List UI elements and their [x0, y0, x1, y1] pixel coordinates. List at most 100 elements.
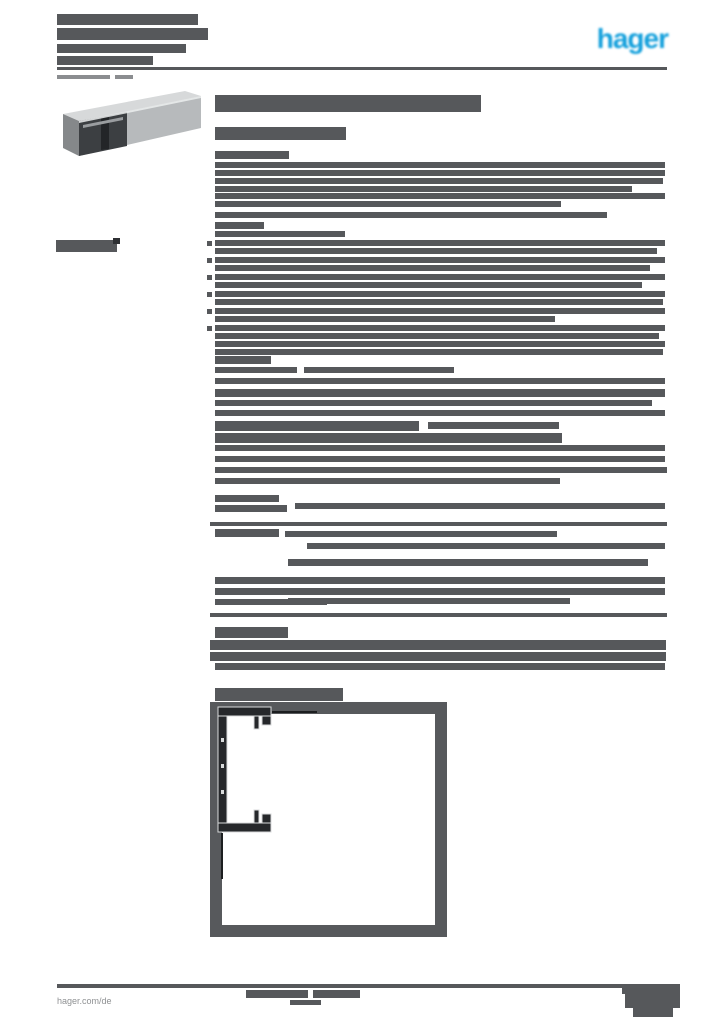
- redacted-text-bar: [56, 240, 117, 252]
- redacted-text-bar: [215, 400, 652, 406]
- redacted-text-bar: [215, 445, 665, 451]
- redacted-text-bar: [625, 994, 680, 1008]
- redacted-text-bar: [215, 193, 665, 199]
- photo-divider: [101, 116, 109, 150]
- redacted-text-bar: [215, 248, 657, 254]
- profile-left-wall: [217, 706, 228, 833]
- redacted-text-bar: [246, 990, 308, 998]
- profile-bottom-clip: [253, 809, 260, 824]
- redacted-text-bar: [215, 299, 663, 305]
- redacted-text-bar: [215, 201, 561, 207]
- redacted-text-bar: [215, 478, 560, 484]
- redacted-text-bar: [215, 588, 345, 595]
- redacted-text-bar: [215, 231, 345, 237]
- redacted-text-bar: [207, 309, 212, 314]
- dimension-frame: [210, 702, 447, 937]
- redacted-text-bar: [313, 990, 360, 998]
- redacted-text-bar: [215, 212, 607, 218]
- redacted-text-bar: [215, 282, 642, 288]
- redacted-text-bar: [215, 505, 287, 512]
- redacted-text-bar: [215, 151, 289, 159]
- redacted-text-bar: [210, 640, 666, 650]
- redacted-text-bar: [210, 522, 667, 526]
- redacted-text-bar: [285, 531, 557, 537]
- redacted-text-bar: [215, 433, 562, 443]
- redacted-text-bar: [207, 292, 212, 297]
- redacted-text-bar: [215, 577, 346, 584]
- photo-top-face: [63, 91, 201, 121]
- redacted-text-bar: [207, 326, 212, 331]
- profile-rivet: [221, 738, 224, 742]
- redacted-text-bar: [215, 316, 555, 322]
- profile-cross-section: [217, 706, 272, 833]
- redacted-text-bar: [113, 238, 120, 244]
- redacted-text-bar: [215, 456, 665, 462]
- redacted-text-bar: [215, 240, 665, 246]
- redacted-text-bar: [215, 95, 481, 112]
- redacted-text-bar: [210, 613, 667, 617]
- redacted-text-bar: [215, 495, 279, 502]
- redacted-text-bar: [215, 529, 279, 537]
- redacted-text-bar: [215, 170, 665, 176]
- redacted-text-bar: [215, 178, 663, 184]
- redacted-text-bar: [215, 599, 327, 605]
- redacted-text-bar: [215, 257, 665, 263]
- redacted-text-bar: [57, 75, 110, 79]
- redacted-text-bar: [215, 127, 346, 140]
- redacted-text-bar: [215, 356, 271, 364]
- redacted-text-bar: [215, 627, 288, 638]
- redacted-text-bar: [307, 543, 665, 549]
- redacted-text-bar: [215, 367, 297, 373]
- profile-bottom-wall: [217, 822, 272, 833]
- header-rule: [57, 67, 667, 70]
- redacted-text-bar: [215, 274, 665, 280]
- redacted-text-bar: [290, 1000, 321, 1005]
- redacted-text-bar: [304, 367, 454, 373]
- redacted-text-bar: [57, 14, 198, 25]
- profile-rivet: [221, 790, 224, 794]
- redacted-text-bar: [622, 984, 680, 994]
- redacted-text-bar: [57, 56, 153, 65]
- redacted-text-bar: [295, 503, 665, 509]
- photo-end-cap: [63, 114, 79, 156]
- product-photo: [63, 91, 201, 156]
- redacted-text-bar: [57, 44, 186, 53]
- redacted-text-bar: [288, 577, 665, 584]
- redacted-text-bar: [428, 422, 559, 429]
- photo-edge-highlight: [79, 96, 201, 123]
- redacted-text-bar: [210, 652, 666, 661]
- redacted-text-bar: [215, 389, 665, 397]
- redacted-text-bar: [215, 663, 665, 670]
- redacted-text-bar: [215, 222, 264, 229]
- redacted-text-bar: [215, 291, 665, 297]
- redacted-text-bar: [57, 984, 667, 988]
- redacted-text-bar: [207, 275, 212, 280]
- redacted-text-bar: [215, 349, 663, 355]
- profile-top-wall: [217, 706, 272, 717]
- profile-bottom-rail: [261, 813, 272, 824]
- footer-site-url: hager.com/de: [53, 990, 141, 1013]
- redacted-text-bar: [215, 341, 665, 347]
- redacted-text-bar: [215, 421, 419, 431]
- redacted-text-bar: [115, 75, 133, 79]
- profile-rivet: [221, 764, 224, 768]
- redacted-text-bar: [215, 325, 665, 331]
- hager-logo: hager: [596, 23, 669, 54]
- redacted-text-bar: [215, 162, 665, 168]
- redacted-text-bar: [207, 241, 212, 246]
- redacted-text-bar: [288, 598, 570, 604]
- profile-top-rail: [261, 715, 272, 726]
- redacted-text-bar: [633, 1008, 673, 1017]
- profile-top-clip: [253, 715, 260, 730]
- redacted-text-bar: [57, 28, 208, 40]
- redacted-text-bar: [215, 688, 343, 701]
- redacted-text-bar: [215, 265, 650, 271]
- redacted-text-bar: [215, 378, 665, 384]
- redacted-text-bar: [215, 410, 665, 416]
- redacted-text-bar: [288, 588, 665, 595]
- photo-shelf: [83, 117, 123, 128]
- redacted-text-bar: [215, 186, 632, 192]
- redacted-text-bar: [207, 258, 212, 263]
- redacted-text-bar: [288, 559, 648, 566]
